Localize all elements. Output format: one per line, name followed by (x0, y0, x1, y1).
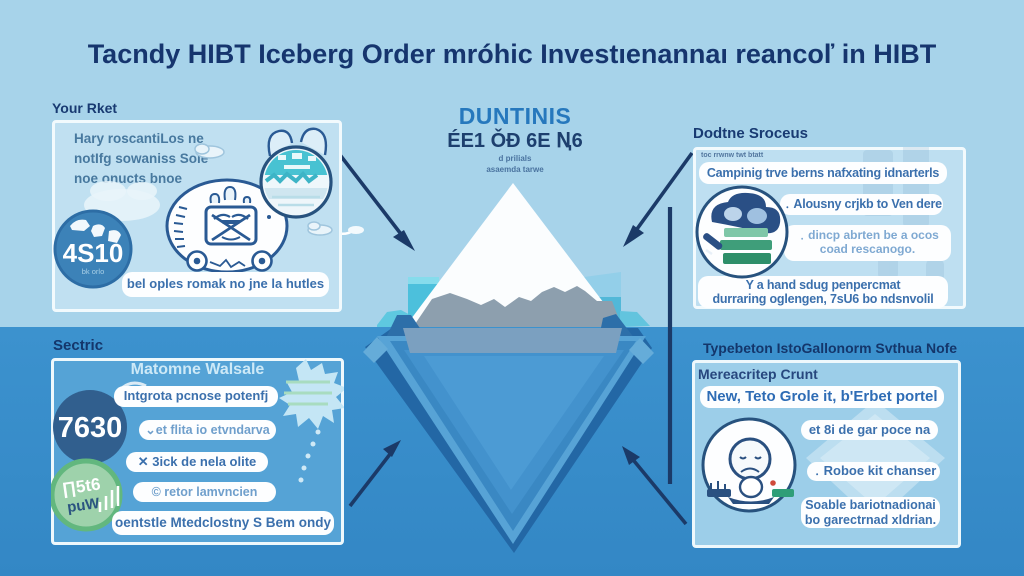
svg-text:bk orlo: bk orlo (82, 267, 105, 276)
svg-text:7630: 7630 (58, 412, 123, 444)
svg-text:4S10: 4S10 (63, 238, 124, 268)
svg-text:puW: puW (66, 495, 101, 516)
